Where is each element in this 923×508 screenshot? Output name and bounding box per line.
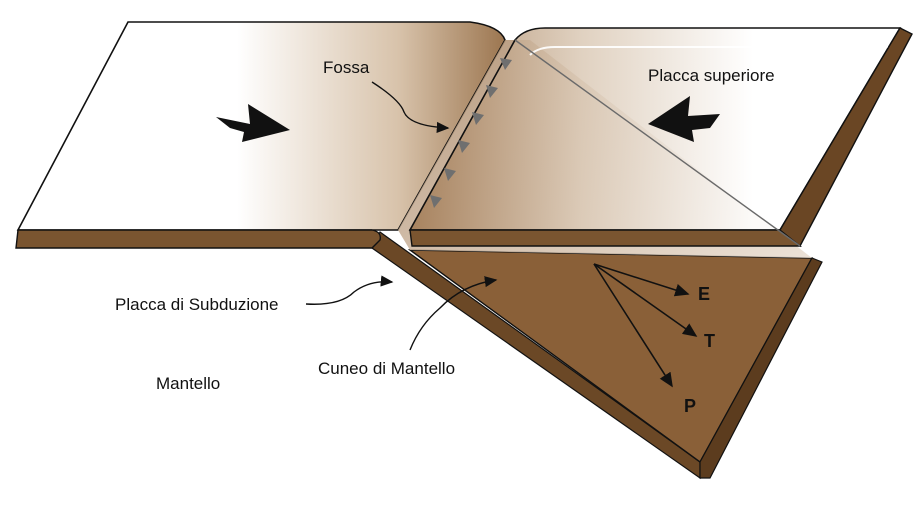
upper-plate-diagonal — [514, 39, 801, 247]
mantle-wedge-leader-line — [409, 276, 498, 351]
lower-plate-edge — [15, 229, 382, 249]
convergence-arrow-left-icon — [648, 96, 720, 142]
subducting-plate-leader-line — [305, 275, 394, 305]
mantle-wedge-label: Cuneo di Mantello — [318, 359, 455, 378]
wedge-side — [699, 257, 823, 479]
trench-label: Fossa — [323, 58, 370, 77]
mantle-wedge — [407, 249, 814, 464]
stress-axes — [593, 263, 698, 388]
upper-plate-inner-edge — [529, 46, 888, 56]
stress-axis-e-arrow — [593, 263, 690, 297]
subducting-plate-label: Placca di Subduzione — [115, 295, 279, 314]
stress-axis-t-arrow — [593, 263, 698, 337]
upper-plate-edge — [409, 229, 802, 247]
mantle-label: Mantello — [156, 374, 220, 393]
convergence-arrow-right-icon — [216, 104, 290, 142]
stress-axis-p-label: P — [684, 396, 696, 416]
upper-plate-label: Placca superiore — [648, 66, 775, 85]
stress-axis-e-label: E — [698, 284, 710, 304]
trench-teeth — [430, 58, 512, 208]
stress-axis-t-label: T — [704, 331, 715, 351]
trench-leader-line — [371, 81, 450, 134]
stress-axis-p-arrow — [593, 263, 673, 388]
